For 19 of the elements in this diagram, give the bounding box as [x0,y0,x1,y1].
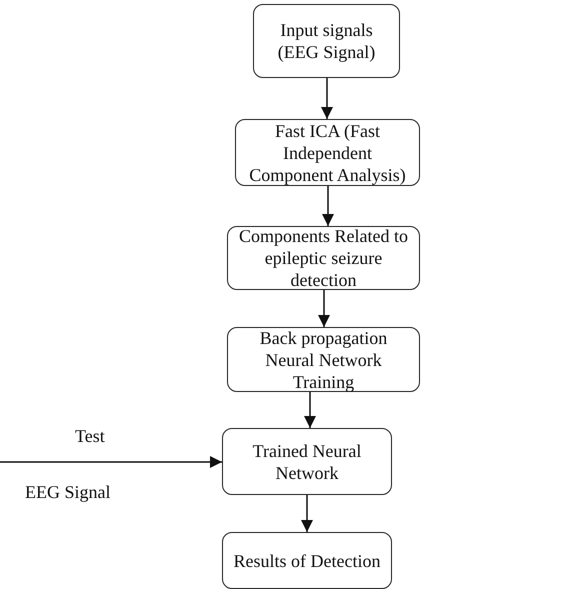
input-label: EEG Signal [25,482,110,503]
arrow [301,495,313,532]
process-box [222,428,392,495]
arrow [318,290,330,327]
process-box [222,532,392,589]
process-box [227,327,420,392]
process-box [235,119,420,186]
input-label: Test [75,426,105,447]
arrow [304,392,316,428]
arrow [321,78,333,119]
box-text: Results of Detection [234,550,380,572]
box-text: Back propagation Neural Network Training [258,326,388,392]
process-box [253,4,400,78]
arrow [322,186,334,226]
arrow [0,456,222,468]
box-text: Components Related to epileptic seizure detection [238,225,409,291]
box-text: Input signals (EEG Signal) [276,19,376,63]
box-text: Trained Neural Network [252,440,362,484]
box-text: Fast ICA (Fast Independent Component Analysis) [248,120,407,186]
